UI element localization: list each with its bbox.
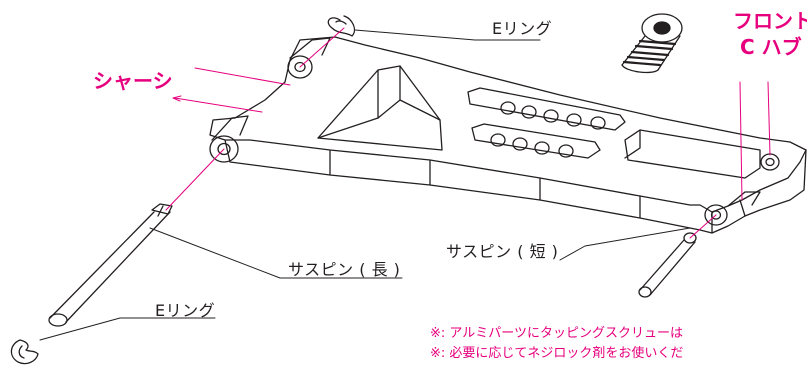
- e-ring-bottom: [10, 339, 39, 365]
- label-chassis: シャーシ: [93, 69, 173, 93]
- assembly-lines: [165, 27, 771, 239]
- note-line-2: ※: 必要に応じてネジロック剤をお使いくだ: [430, 346, 684, 361]
- label-front-c-hub-line2: C ハブ: [740, 35, 802, 59]
- label-e-ring-bottom: Eリング: [155, 301, 216, 320]
- label-sus-pin-short: サスピン ( 短 ): [446, 242, 559, 261]
- sus-pin-long: [48, 203, 173, 327]
- note-line-1: ※: アルミパーツにタッピングスクリューは: [430, 326, 684, 341]
- e-ring-top: [327, 15, 356, 37]
- label-front-c-hub-line1: フロント: [733, 9, 807, 33]
- label-sus-pin-long: サスピン ( 長 ): [288, 260, 401, 279]
- label-e-ring-top: Eリング: [492, 19, 553, 38]
- screw: [621, 13, 683, 74]
- sus-pin-short: [638, 232, 697, 298]
- leader-lines: [39, 29, 691, 341]
- suspension-arm: [209, 36, 807, 234]
